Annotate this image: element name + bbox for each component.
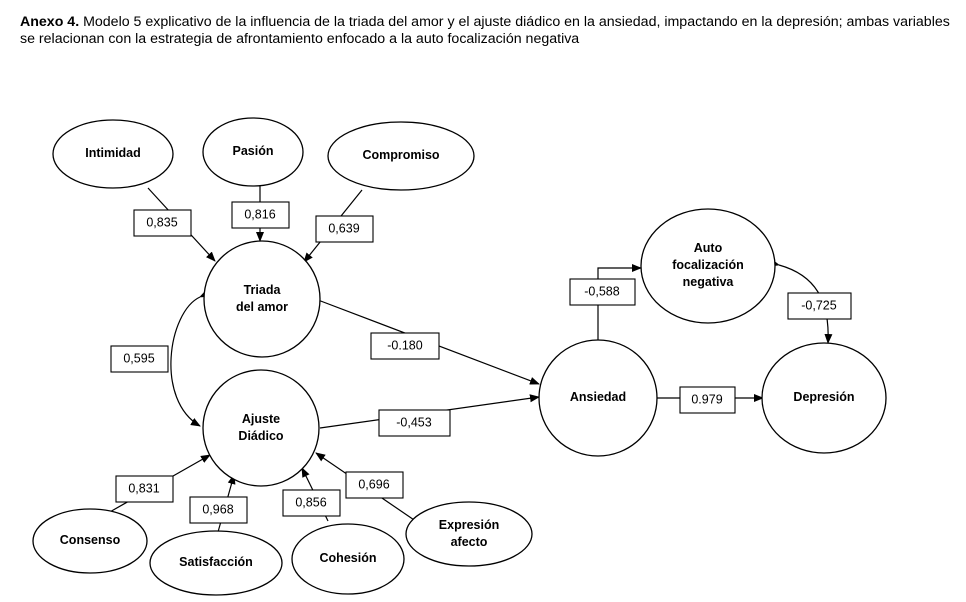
- node-compromiso-label: Compromiso: [362, 148, 439, 162]
- node-depresion: Depresión: [761, 342, 887, 454]
- node-consenso: Consenso: [32, 508, 148, 574]
- coef-ansiedad-depresion: 0.979: [679, 386, 736, 414]
- node-satisfaccion: Satisfacción: [149, 530, 283, 596]
- coef-auto-depresion-label: -0,725: [801, 298, 836, 312]
- node-intimidad: Intimidad: [52, 119, 174, 189]
- coef-expresion-ajuste: 0,696: [345, 471, 404, 499]
- coef-ansiedad-auto: -0,588: [569, 278, 636, 306]
- coef-triada-ajuste-label: 0,595: [123, 351, 154, 365]
- coef-satisfaccion-ajuste: 0,968: [189, 496, 248, 524]
- coef-pasion-triada: 0,816: [231, 201, 290, 229]
- coef-consenso-ajuste-label: 0,831: [128, 481, 159, 495]
- node-compromiso: Compromiso: [327, 121, 475, 191]
- coef-ajuste-ansiedad: -0,453: [378, 409, 451, 437]
- figure-caption: Anexo 4. Modelo 5 explicativo de la infl…: [20, 14, 955, 48]
- node-cohesion: Cohesión: [291, 523, 405, 595]
- coef-intimidad-triada: 0,835: [133, 209, 192, 237]
- node-satisfaccion-label: Satisfacción: [179, 555, 253, 569]
- coef-auto-depresion: -0,725: [787, 292, 852, 320]
- coef-ansiedad-auto-label: -0,588: [584, 284, 619, 298]
- coef-cohesion-ajuste-label: 0,856: [295, 495, 326, 509]
- coef-compromiso-triada: 0,639: [315, 215, 374, 243]
- coef-compromiso-triada-label: 0,639: [328, 221, 359, 235]
- coefficients: 0,835 0,816 0,639 0,595 0,831 0,968 0,85…: [110, 201, 852, 524]
- node-depresion-label: Depresión: [793, 390, 854, 404]
- coef-ajuste-ansiedad-label: -0,453: [396, 415, 431, 429]
- edge-auto-depresion: [769, 258, 833, 344]
- coef-ansiedad-depresion-label: 0.979: [691, 392, 722, 406]
- coef-triada-ajuste: 0,595: [110, 345, 169, 373]
- edge-ansiedad-auto: [594, 264, 642, 349]
- coef-triada-ansiedad: -0.180: [370, 332, 440, 360]
- node-pasion: Pasión: [202, 117, 304, 187]
- node-consenso-label: Consenso: [60, 533, 121, 547]
- node-ansiedad: Ansiedad: [538, 339, 658, 457]
- coef-satisfaccion-ajuste-label: 0,968: [202, 502, 233, 516]
- coef-pasion-triada-label: 0,816: [244, 207, 275, 221]
- coef-consenso-ajuste: 0,831: [115, 475, 174, 503]
- edge-triada-ajuste: [170, 289, 210, 427]
- node-intimidad-label: Intimidad: [85, 146, 141, 160]
- coef-expresion-ajuste-label: 0,696: [358, 477, 389, 491]
- caption-label: Anexo 4.: [20, 14, 80, 30]
- node-cohesion-label: Cohesión: [320, 551, 377, 565]
- coef-intimidad-triada-label: 0,835: [146, 215, 177, 229]
- caption-text: Modelo 5 explicativo de la influencia de…: [20, 14, 950, 47]
- node-pasion-label: Pasión: [233, 144, 274, 158]
- node-ansiedad-label: Ansiedad: [570, 390, 626, 404]
- coef-triada-ansiedad-label: -0.180: [387, 338, 422, 352]
- coef-cohesion-ajuste: 0,856: [282, 489, 341, 517]
